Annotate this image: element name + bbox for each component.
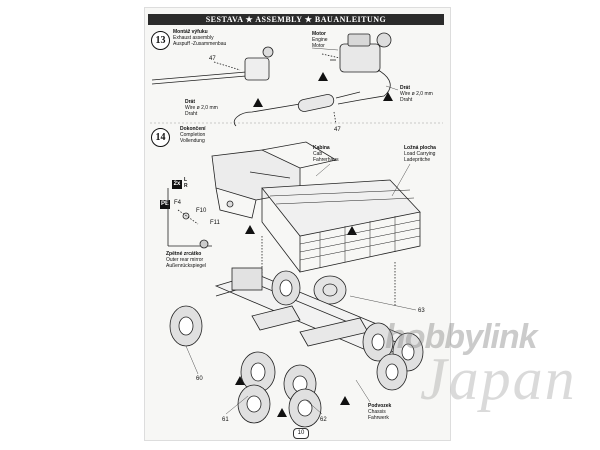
right-side-label: R — [184, 183, 188, 189]
leader-lines — [185, 47, 417, 415]
cargo-label-de: Ladepritche — [404, 157, 431, 163]
warning-triangle-icon — [235, 72, 393, 417]
part-f11-callout: F11 — [210, 220, 220, 226]
wire-label-en: Wire ø 2,0 mm — [400, 91, 433, 97]
wire-label-de: Draht — [400, 97, 413, 103]
cargo-label-cz: Ložná plocha — [404, 145, 436, 151]
step-13-number: 13 — [151, 31, 170, 50]
part-f10-callout: F10 — [196, 208, 207, 214]
wire-label-cz: Drát — [400, 85, 411, 91]
wheel-set — [169, 270, 424, 428]
watermark-logo-secondary: Japan — [420, 346, 577, 412]
part-47-callout-a: 47 — [209, 56, 216, 62]
step-14-number: 14 — [151, 128, 170, 147]
left-side-label: L — [184, 177, 188, 183]
part-62-callout: 62 — [320, 417, 327, 423]
motor-label-de: Motor — [312, 43, 325, 49]
step-13-title-cz: Montáž výfuku — [173, 29, 208, 35]
wire2-label-de: Draht — [185, 111, 198, 117]
page-number: 10 — [293, 428, 309, 439]
part-61-callout: 61 — [222, 417, 229, 423]
quantity-badge: 2x — [172, 180, 182, 189]
cargo-label-en: Load Carrying — [404, 151, 436, 157]
step-14-title-en: Completion — [180, 132, 206, 138]
mirror-label-en: Outer rear mirror — [166, 257, 204, 263]
part-60-callout: 60 — [196, 376, 203, 382]
wire2-label-en: Wire ø 2,0 mm — [185, 105, 218, 111]
watermark-logo: hobbylink — [385, 318, 538, 356]
part-f4-callout: F4 — [174, 200, 182, 206]
muffler-illustration — [233, 91, 361, 127]
step-13-title-en: Exhaust assembly — [173, 35, 214, 41]
cargo-bed — [261, 179, 421, 306]
chassis-label-de: Fahrwerk — [368, 415, 389, 421]
spare-wheel — [313, 275, 347, 305]
motor-label-cz: Motor — [312, 31, 326, 37]
mirror-detail — [167, 188, 234, 249]
cab-label-en: Cab — [313, 151, 323, 157]
mirror-label-cz: Zpětné zrcátko — [166, 251, 202, 257]
step-14-title-de: Vollendung — [180, 138, 205, 144]
part-47-callout-b: 47 — [334, 127, 341, 133]
cab-label-de: Fahrerhaus — [313, 157, 339, 163]
step-13-title-de: Auspuff -Zusammenbau — [173, 41, 227, 47]
step-14-title-cz: Dokončení — [180, 126, 206, 132]
chassis-label-en: Chassis — [368, 409, 386, 415]
photoetch-badge: PE — [160, 200, 170, 209]
chassis-label-cz: Podvozek — [368, 403, 392, 409]
motor-label-en: Engine — [312, 37, 328, 43]
exhaust-assembly — [151, 46, 274, 85]
engine-illustration — [321, 32, 392, 105]
mirror-label-de: Außenrückspiegel — [166, 263, 207, 269]
cab-label-cz: Kabina — [313, 145, 330, 151]
page-header: SESTAVA ★ ASSEMBLY ★ BAUANLEITUNG — [148, 14, 444, 25]
part-63-callout: 63 — [418, 308, 425, 314]
wire2-label-cz: Drát — [185, 99, 196, 105]
